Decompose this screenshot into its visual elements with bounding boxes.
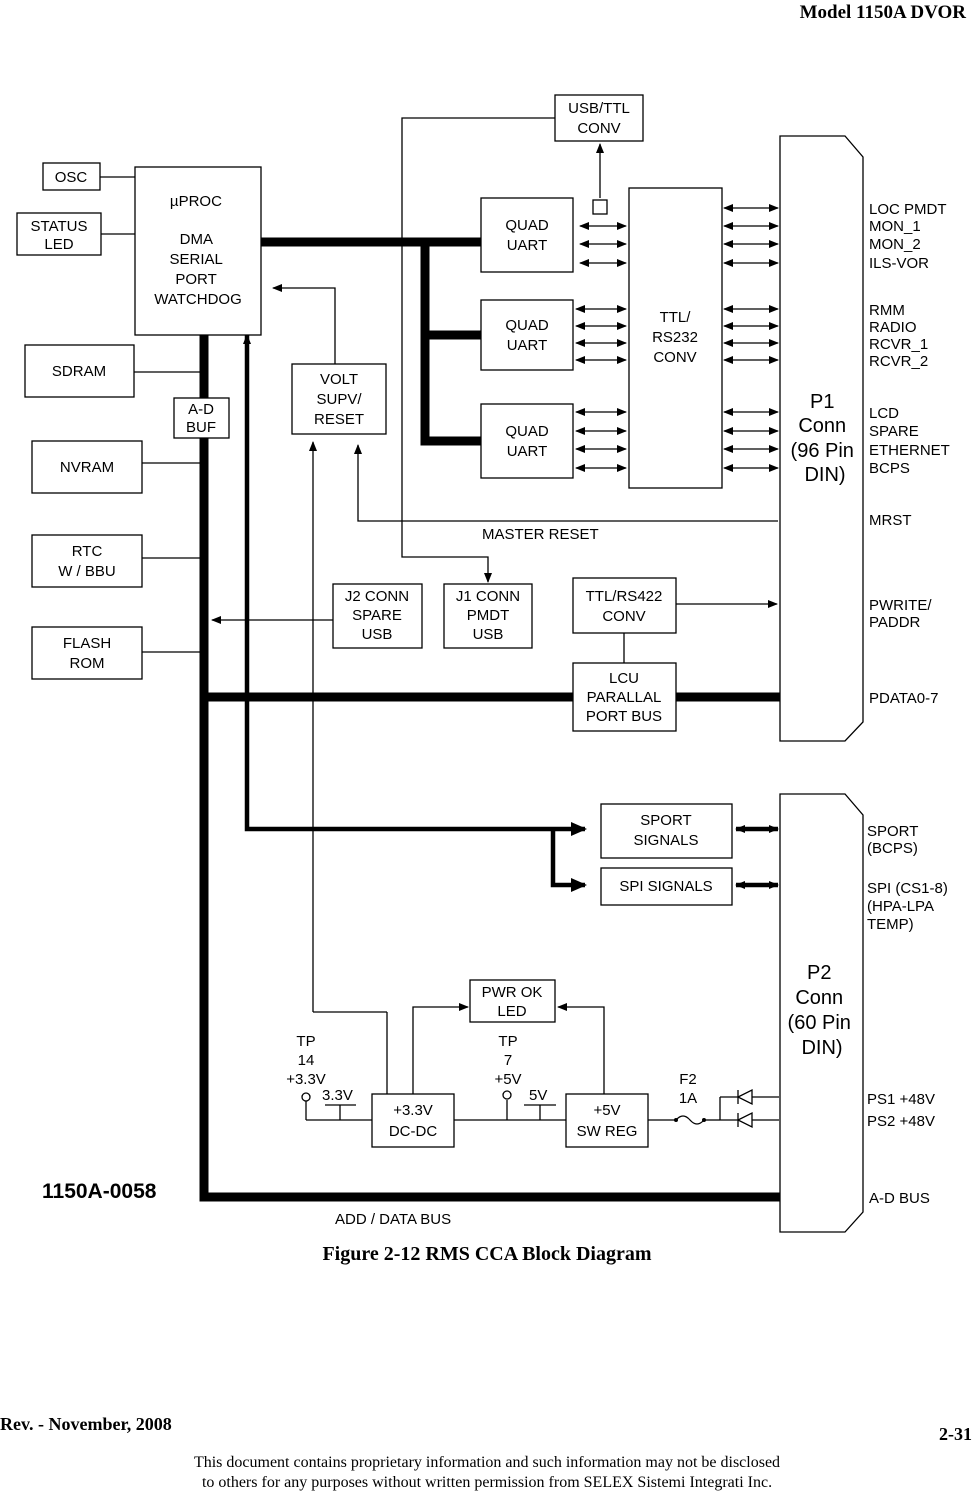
footer-notice-1: This document contains proprietary infor… [193,1454,781,1471]
block-spi-signals: SPI SIGNALS [600,867,733,906]
connector-p1: P1 Conn (96 Pin DIN) [779,135,864,742]
page-header-model: Model 1150A DVOR [799,2,966,23]
svg-text:OSC: OSC [55,169,88,186]
svg-text:P1 Conn (96 Pin: P1 Conn (96 Pin DIN) [791,391,860,486]
figure-caption: Figure 2-12 RMS CCA Block Diagram [322,1243,652,1265]
svg-text:P2 Conn (60 Pin: P2 Conn (60 Pin DIN) [788,962,857,1059]
connector-p2: P2 Conn (60 Pin DIN) [779,793,864,1233]
svg-text:5V: 5V [529,1087,547,1104]
svg-text:PDATA0-7: PDATA0-7 [869,690,938,707]
svg-text:MRST: MRST [869,512,912,529]
block-sdram: SDRAM [24,344,135,398]
svg-text:SPI SIGNALS: SPI SIGNALS [619,878,712,895]
add-data-bus-label: ADD / DATA BUS [335,1211,451,1228]
footer-rev: Rev. - November, 2008 [0,1414,172,1434]
svg-text:PWRITE/PADDR: PWRITE/PADDR [869,597,932,631]
diodes [736,1088,753,1129]
figure-id: 1150A-0058 [42,1180,157,1203]
svg-text:NVRAM: NVRAM [60,459,114,476]
svg-text:µPROC DMA SERIAL: µPROC DMA SERIAL PORT WATCHDOG [154,193,242,308]
svg-text:SDRAM: SDRAM [52,363,106,380]
master-reset-label: MASTER RESET [482,526,599,543]
usb-junction [592,199,608,215]
block-nvram: NVRAM [31,440,143,494]
svg-text:3.3V: 3.3V [322,1087,353,1104]
footer-page: 2-31 [939,1424,972,1444]
svg-text:TP7+5V: TP7+5V [494,1033,521,1088]
block-uproc: µPROC DMA SERIAL PORT WATCHDOG [134,166,262,336]
block-osc: OSC [42,162,101,191]
svg-text:A-D BUS: A-D BUS [869,1190,930,1207]
bidir-arrows [575,204,779,889]
footer-notice-2: to others for any purposes without writt… [201,1474,773,1491]
svg-text:SPORT(BCPS): SPORT(BCPS) [867,823,918,857]
wires [100,117,781,1202]
